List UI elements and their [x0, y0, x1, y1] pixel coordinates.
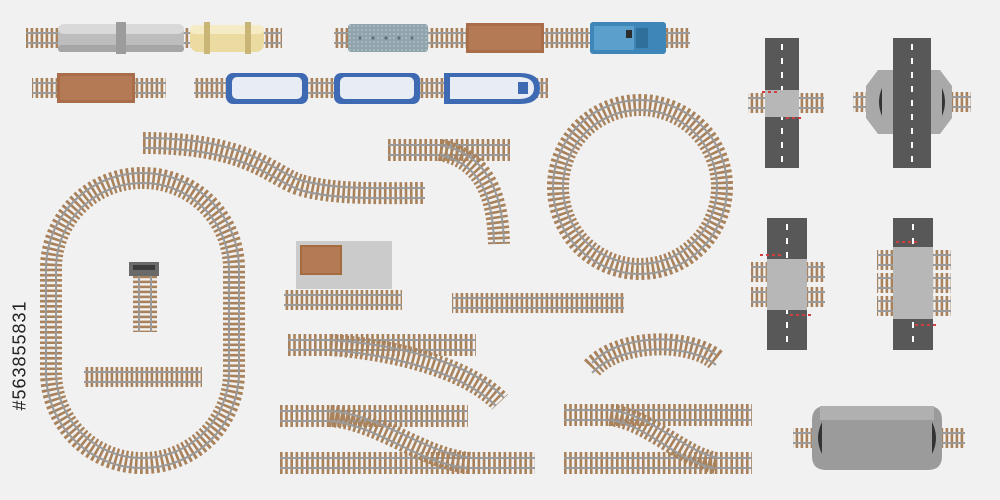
tank-wagon-gray[interactable]: [58, 22, 184, 54]
passenger-car-blue-1[interactable]: [226, 73, 308, 104]
road-tunnel-overpass[interactable]: [853, 38, 971, 168]
stock-id-text: #563855831: [9, 299, 30, 411]
stock-id-label: #563855831: [6, 255, 34, 455]
oval-loop-track: [40, 167, 245, 474]
hopper-wagon-teal[interactable]: [348, 24, 428, 52]
station-building[interactable]: [296, 241, 392, 289]
level-crossing-double[interactable]: [751, 218, 825, 350]
double-track-crossover-left: [280, 405, 535, 474]
track-straight-inside-oval: [84, 367, 202, 387]
boxcar-brown-top[interactable]: [466, 23, 544, 53]
s-curve-track: [142, 132, 426, 205]
track-straight-long-middle: [452, 293, 624, 313]
circle-loop-track: [547, 94, 733, 280]
station-track: [284, 290, 402, 310]
switch-track-branch: [388, 139, 510, 245]
locomotive-blue[interactable]: [590, 22, 666, 54]
level-crossing-triple[interactable]: [877, 218, 951, 350]
tank-wagon-yellow[interactable]: [190, 22, 264, 54]
rail-tunnel[interactable]: [793, 406, 965, 470]
buffer-stop-track: [129, 262, 159, 332]
boxcar-brown[interactable]: [57, 73, 135, 103]
passenger-locomotive[interactable]: [444, 73, 540, 104]
passenger-car-blue-2[interactable]: [334, 73, 420, 104]
switch-track-diverging: [288, 334, 509, 410]
road-bridge-with-crossing[interactable]: [748, 38, 824, 168]
double-track-crossover-right: [564, 404, 752, 474]
arc-track-small: [583, 333, 724, 377]
